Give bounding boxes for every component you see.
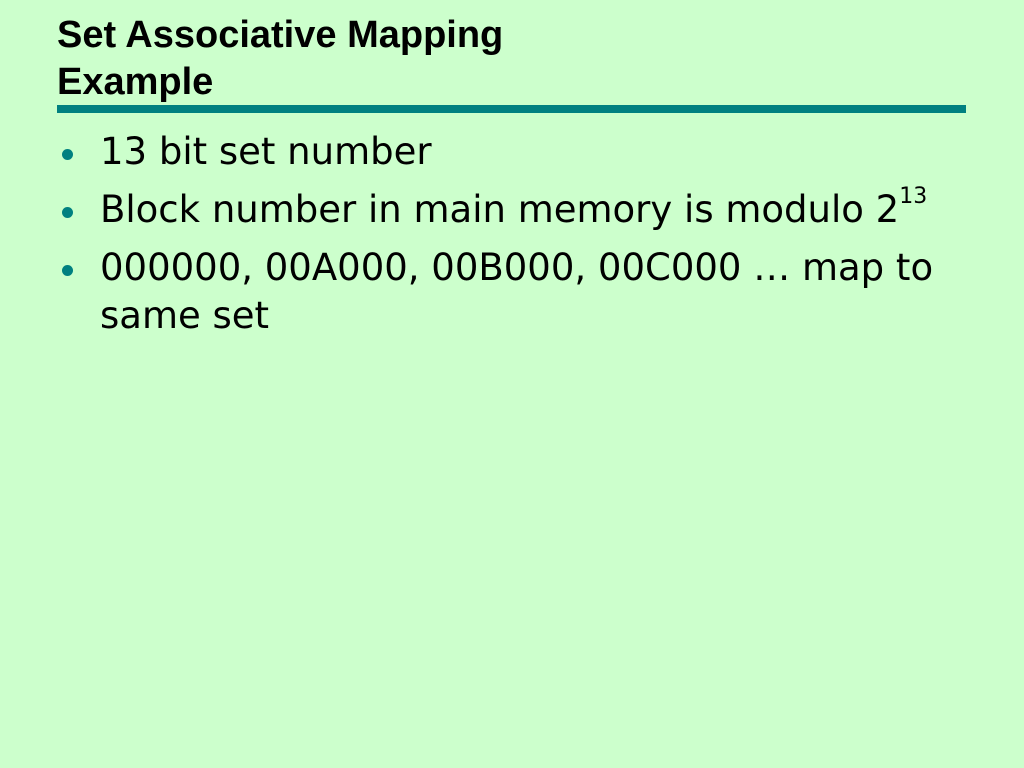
- bullet-text: 000000, 00A000, 00B000, 00C000 … map to …: [100, 246, 934, 337]
- bullet-item: 13 bit set number: [62, 128, 962, 176]
- bullet-item: Block number in main memory is modulo 21…: [62, 186, 962, 234]
- slide-title: Set Associative Mapping Example: [57, 12, 957, 106]
- title-divider: [57, 105, 966, 113]
- slide-title-line-2: Example: [57, 61, 214, 103]
- bullet-superscript: 13: [899, 184, 928, 209]
- bullet-text: 13 bit set number: [100, 130, 432, 173]
- bullet-dot-icon: [62, 149, 73, 160]
- bullet-dot-icon: [62, 265, 73, 276]
- bullet-text: Block number in main memory is modulo 2: [100, 188, 900, 231]
- bullet-item: 000000, 00A000, 00B000, 00C000 … map to …: [62, 244, 962, 340]
- bullet-list: 13 bit set number Block number in main m…: [62, 128, 962, 350]
- slide-title-line-1: Set Associative Mapping: [57, 14, 504, 56]
- bullet-dot-icon: [62, 207, 73, 218]
